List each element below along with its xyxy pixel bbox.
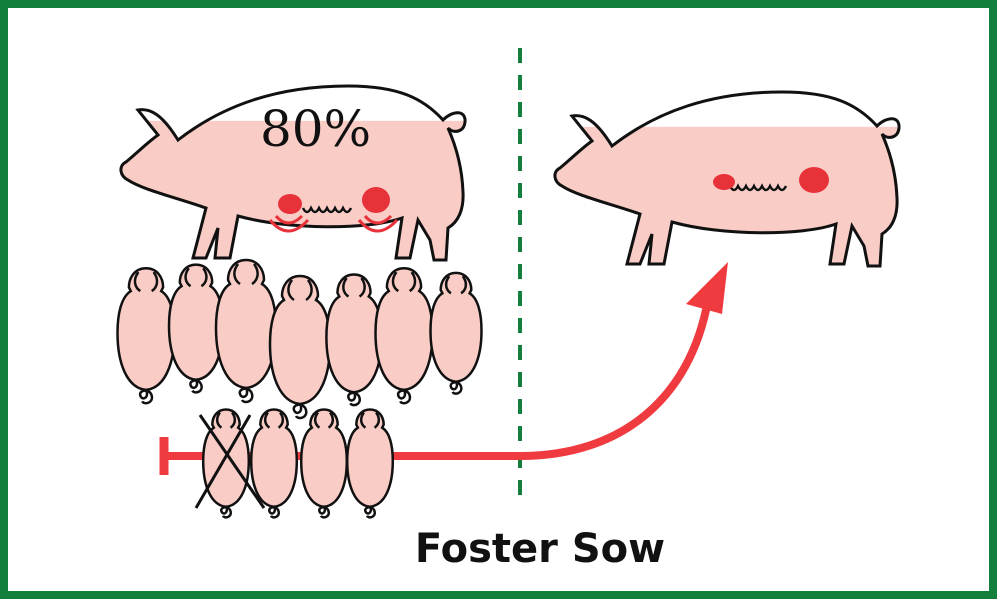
teat-front <box>713 174 735 190</box>
piglet <box>347 409 393 517</box>
piglet <box>326 274 381 405</box>
right-sow <box>552 92 912 286</box>
piglet <box>216 260 276 402</box>
teat-rear <box>799 167 829 193</box>
fill-percentage-label: 80% <box>260 100 371 158</box>
diagram-caption: Foster Sow <box>415 526 665 572</box>
piglet <box>376 268 433 403</box>
piglet <box>203 409 249 517</box>
piglet <box>118 268 175 403</box>
piglet <box>270 276 330 418</box>
piglet-litter-top-row <box>118 260 482 418</box>
arrow-head-icon <box>686 262 728 314</box>
piglet <box>301 409 347 517</box>
piglet <box>431 273 482 394</box>
left-sow: 80% <box>118 86 478 280</box>
right-sow-fill-level <box>552 127 912 286</box>
lit-teat-rear <box>362 187 390 213</box>
lit-teat-front <box>278 194 302 214</box>
